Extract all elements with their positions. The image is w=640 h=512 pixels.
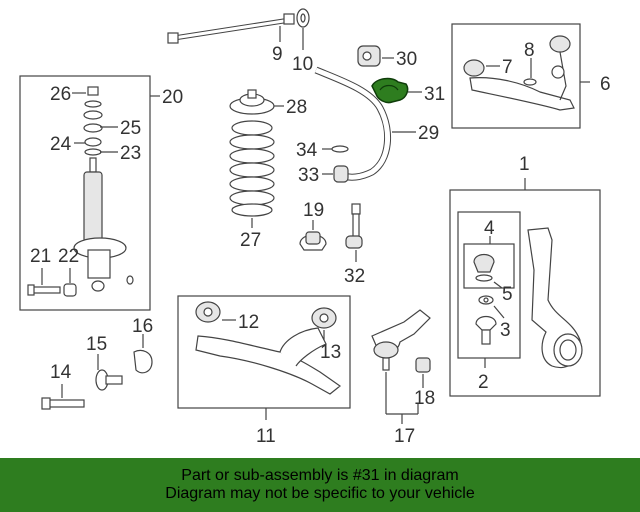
callout-18[interactable]: 18 (414, 388, 435, 409)
callout-34[interactable]: 34 (296, 140, 318, 161)
stabilizer-link (345, 203, 363, 249)
parts-diagram: 20 26 25 24 23 21 22 9 10 (19, 8, 611, 447)
callout-13[interactable]: 13 (320, 342, 341, 363)
box-steering-knuckle (449, 189, 601, 397)
stabilizer-bushing (357, 45, 381, 67)
fitment-banner: Part or sub-assembly is #31 in diagram D… (0, 458, 640, 512)
lower-control-arm (195, 301, 342, 395)
callout-8[interactable]: 8 (524, 40, 535, 61)
callout-30[interactable]: 30 (396, 49, 417, 70)
shock-bolt (27, 283, 77, 297)
box-lower-control-arm (177, 295, 351, 409)
o-ring (331, 145, 349, 153)
upper-control-arm (463, 35, 575, 111)
callout-27[interactable]: 27 (240, 230, 261, 251)
callout-1[interactable]: 1 (519, 154, 530, 175)
callout-14[interactable]: 14 (50, 362, 72, 383)
callout-20[interactable]: 20 (162, 87, 183, 108)
box-boot-kit (463, 243, 515, 289)
box-upper-control-arm (451, 23, 581, 129)
callout-4[interactable]: 4 (484, 218, 495, 239)
coil-spring (229, 120, 275, 217)
banner-line-1: Part or sub-assembly is #31 in diagram (181, 467, 459, 484)
ball-joint-parts (473, 253, 497, 345)
callout-25[interactable]: 25 (120, 118, 141, 139)
callout-16[interactable]: 16 (132, 316, 153, 337)
callout-23[interactable]: 23 (120, 143, 141, 164)
callout-3[interactable]: 3 (500, 320, 511, 341)
callout-17[interactable]: 17 (394, 426, 415, 447)
spring-seat (229, 89, 275, 115)
banner-line-2: Diagram may not be specific to your vehi… (165, 485, 475, 502)
stabilizer-bar (314, 66, 392, 181)
callout-7[interactable]: 7 (502, 57, 513, 78)
shock-absorber (73, 86, 134, 292)
callout-29[interactable]: 29 (418, 123, 439, 144)
callout-6[interactable]: 6 (600, 74, 611, 95)
bump-stop (299, 231, 327, 251)
cam-bolt-set (41, 349, 153, 410)
steering-knuckle (527, 227, 583, 369)
callout-10[interactable]: 10 (292, 54, 313, 75)
callout-2[interactable]: 2 (478, 372, 489, 393)
callout-12[interactable]: 12 (238, 312, 259, 333)
callout-26[interactable]: 26 (50, 84, 71, 105)
callout-11[interactable]: 11 (256, 426, 276, 447)
callout-9[interactable]: 9 (272, 44, 283, 65)
box-ball-joint-kit (457, 211, 521, 359)
callout-22[interactable]: 22 (58, 246, 79, 267)
callout-24[interactable]: 24 (50, 134, 72, 155)
callout-19[interactable]: 19 (303, 200, 324, 221)
strut-rod (167, 13, 295, 44)
callout-21[interactable]: 21 (30, 246, 51, 267)
callout-15[interactable]: 15 (86, 334, 107, 355)
lower-ball-joint (371, 309, 431, 371)
callout-5[interactable]: 5 (502, 284, 513, 305)
box-shock-assembly (19, 75, 151, 311)
callout-31[interactable]: 31 (424, 84, 445, 105)
bar-bushing (333, 165, 349, 183)
callout-28[interactable]: 28 (286, 97, 307, 118)
callout-32[interactable]: 32 (344, 266, 365, 287)
castle-nut (415, 357, 431, 373)
callout-33[interactable]: 33 (298, 165, 319, 186)
bushing-bracket-highlighted[interactable] (371, 77, 409, 104)
